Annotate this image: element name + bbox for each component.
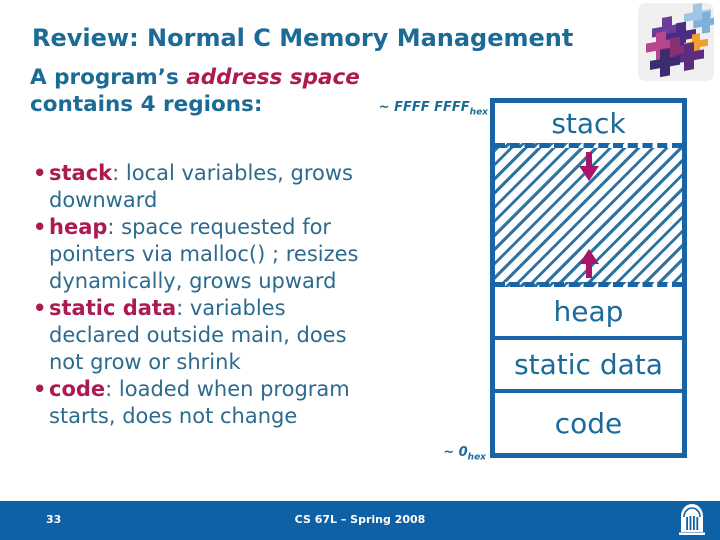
region-heap-label: heap	[495, 287, 682, 340]
region-static-data-label: static data	[495, 340, 682, 393]
address-label-bottom: ~ 0hex	[443, 445, 486, 463]
bullet-term: heap	[49, 215, 108, 239]
subtitle-emphasis: address space	[186, 65, 360, 90]
address-label-top: ~ FFFF FFFFhex	[379, 100, 488, 118]
bullet-dot-icon: •	[33, 296, 47, 320]
puzzle-blocks-logo-icon	[638, 3, 714, 81]
rotunda-icon	[679, 504, 705, 535]
bullet-dot-icon: •	[33, 377, 47, 401]
stack-grow-down-arrow-icon	[578, 152, 599, 181]
address-top-subscript: hex	[469, 107, 488, 118]
address-bottom-subscript: hex	[467, 452, 486, 463]
region-stack-label: stack	[551, 106, 626, 140]
address-top-value: ~ FFFF FFFF	[378, 100, 470, 115]
bullet-term: stack	[49, 161, 113, 185]
bullet-term: code	[49, 377, 106, 401]
bullet-dot-icon: •	[33, 215, 47, 239]
heap-grow-up-arrow-icon	[578, 249, 599, 278]
course-label: CS 67L – Spring 2008	[294, 513, 426, 526]
footer-bar: 33 CS 67L – Spring 2008	[0, 501, 720, 540]
page-number: 33	[46, 513, 62, 526]
address-bottom-value: ~ 0	[443, 445, 468, 460]
bullet-dot-icon: •	[33, 161, 47, 185]
slide-title: Review: Normal C Memory Management	[32, 24, 574, 52]
bullet-term: static data	[49, 296, 177, 320]
free-space-hatched-region	[495, 143, 682, 287]
subtitle: A program’s address space contains 4 reg…	[30, 64, 450, 118]
subtitle-prefix: A program’s	[30, 65, 187, 90]
subtitle-line2: contains 4 regions:	[30, 92, 263, 117]
region-code-label: code	[554, 406, 623, 440]
memory-map-diagram: stack heap static data code	[490, 98, 687, 458]
